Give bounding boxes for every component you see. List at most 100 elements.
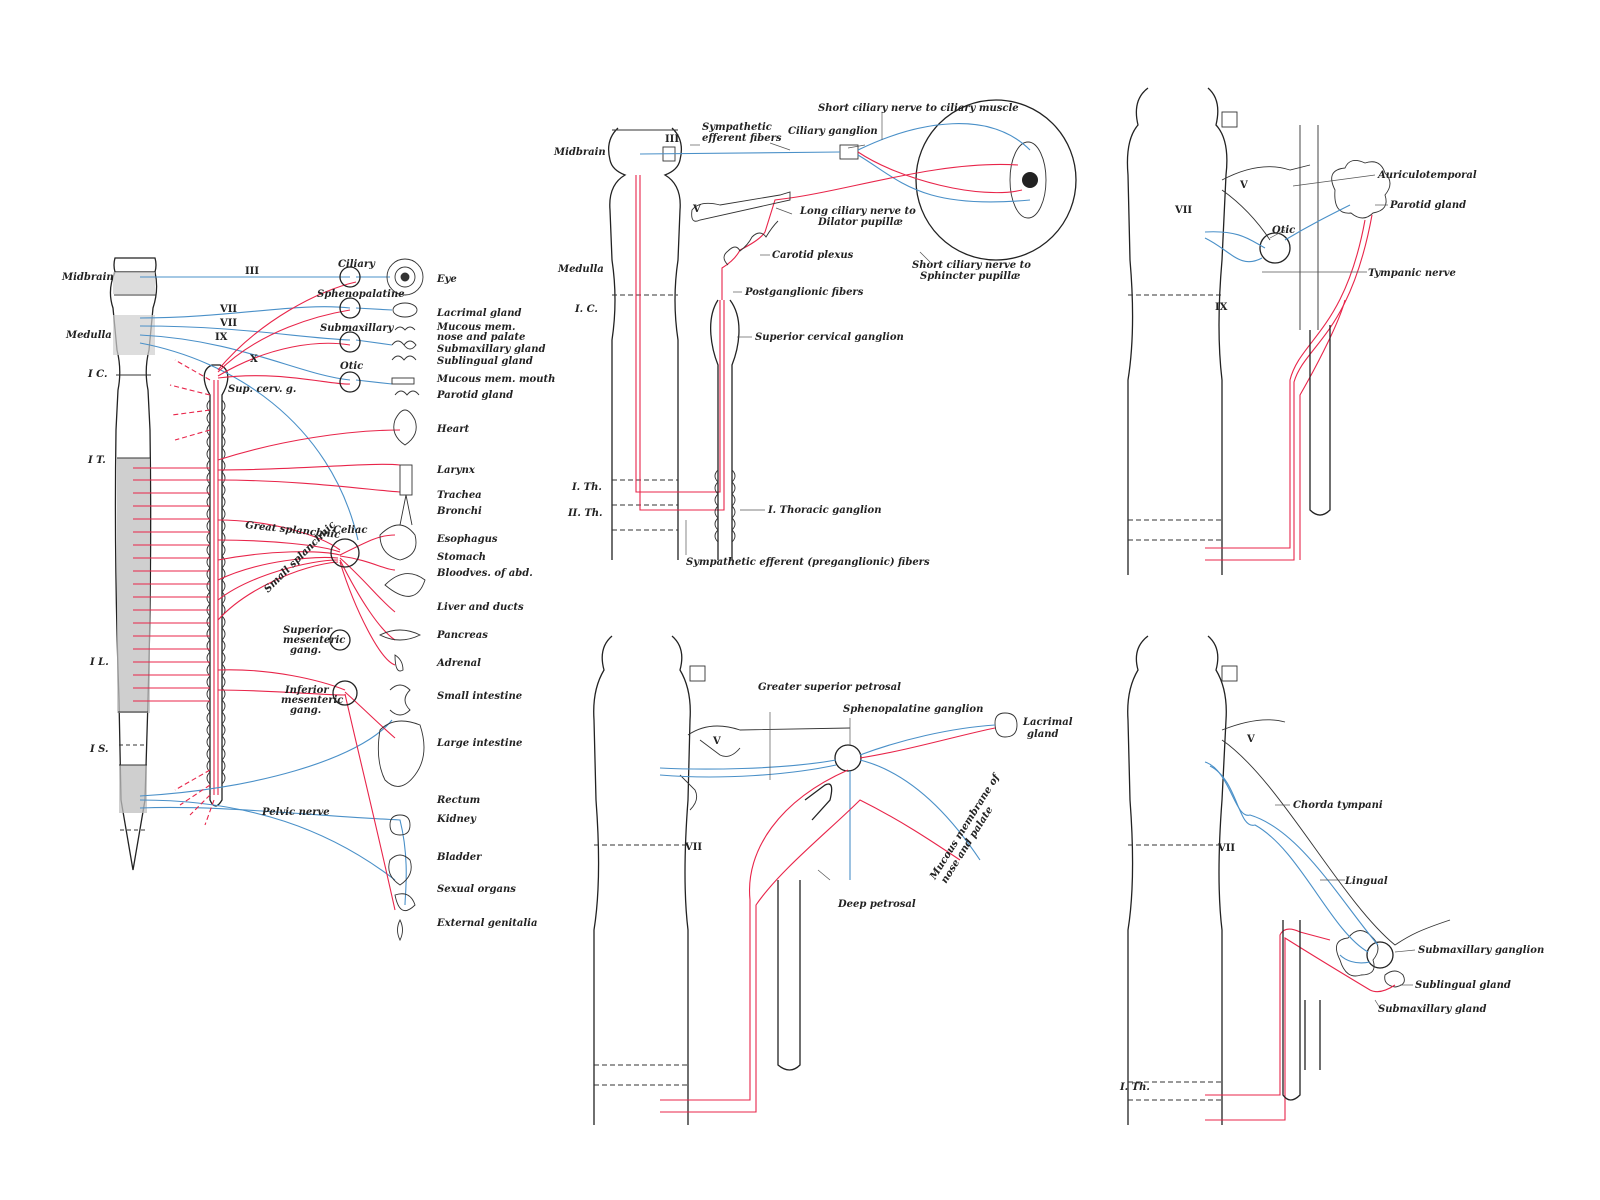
label-v-b: V xyxy=(692,204,701,215)
label-otic: Otic xyxy=(340,361,363,372)
label-otic-c: Otic xyxy=(1272,225,1295,236)
label-long-ciliary-1: Long ciliary nerve to xyxy=(799,206,916,217)
label-sphenopalatine: Sphenopalatine xyxy=(317,289,405,300)
organ-label: Bladder xyxy=(436,852,482,863)
carotid-plexus-coil xyxy=(723,220,779,266)
label-ix-c: IX xyxy=(1215,302,1228,313)
label-lacrimal-1: Lacrimal xyxy=(1022,717,1073,728)
label-short-ciliary-sph-1: Short ciliary nerve to xyxy=(912,260,1031,271)
label-sup-cerv-ganglion: Superior cervical ganglion xyxy=(755,332,904,343)
panel-d-sphenopalatine: V VII Greater superior petrosal Sphenopa… xyxy=(593,635,1073,1125)
brainstem-outline-b xyxy=(607,127,683,560)
label-lacrimal-2: gland xyxy=(1027,729,1059,740)
organ-label: Sexual organs xyxy=(437,884,516,895)
label-preganglionic: Sympathetic efferent (preganglionic) fib… xyxy=(686,557,930,568)
organ-label: Sublingual gland xyxy=(437,356,533,367)
label-inf-mes-1: Inferior xyxy=(284,685,329,696)
panel-a-overview: Midbrain Medulla I C. I T. I L. I S. III… xyxy=(61,257,555,942)
label-pelvic-nerve: Pelvic nerve xyxy=(261,807,330,818)
label-auriculotemporal: Auriculotemporal xyxy=(1377,170,1477,181)
label-vii-d: VII xyxy=(684,842,702,853)
sup-cerv-ganglion-b xyxy=(710,299,740,560)
carotid-vessel-d xyxy=(777,783,833,1071)
organ-label: Kidney xyxy=(436,814,477,825)
chain-ganglia xyxy=(206,399,226,785)
label-chorda-tympani: Chorda tympani xyxy=(1293,800,1383,811)
label-nerve-ix: IX xyxy=(215,332,228,343)
organ-label: Large intestine xyxy=(436,738,522,749)
label-il: I L. xyxy=(89,657,109,668)
label-iii-b: III xyxy=(665,134,679,145)
label-submax-gland: Submaxillary gland xyxy=(1378,1004,1486,1015)
carotid-vessel-c xyxy=(1309,325,1331,516)
carotid-vessel-e xyxy=(1282,920,1321,1101)
label-ith-e: I. Th. xyxy=(1119,1082,1150,1093)
organ-label: Trachea xyxy=(437,490,482,501)
organ-label: Larynx xyxy=(436,465,476,476)
label-short-ciliary-sph-2: Sphincter pupillæ xyxy=(920,271,1020,282)
organ-label: Liver and ducts xyxy=(436,602,524,613)
organ-label: Bloodves. of abd. xyxy=(436,568,533,579)
organ-sketches xyxy=(377,258,426,942)
label-midbrain: Midbrain xyxy=(61,272,114,283)
lacrimal-gland-d xyxy=(994,712,1018,738)
iris xyxy=(1009,141,1047,219)
nerve-stub-c xyxy=(1221,111,1238,128)
otic-ganglion xyxy=(1259,232,1291,264)
organ-label: Parotid gland xyxy=(436,390,513,401)
lingual-nerve-e xyxy=(1221,719,1451,946)
label-mucous-1: Mucous membrane of xyxy=(928,771,1003,882)
label-sublingual: Sublingual gland xyxy=(1415,980,1511,991)
label-v-c: V xyxy=(1239,180,1248,191)
label-midbrain-b: Midbrain xyxy=(553,147,606,158)
organ-label: Eye xyxy=(436,274,457,285)
label-ciliary-ganglion-b: Ciliary ganglion xyxy=(788,126,878,137)
label-short-ciliary-muscle: Short ciliary nerve to ciliary muscle xyxy=(818,103,1019,114)
sympathetic-outflow-lines xyxy=(217,281,401,911)
nerve-stub-e xyxy=(1221,665,1238,682)
label-submax-ganglion: Submaxillary ganglion xyxy=(1418,945,1544,956)
label-postganglionic: Postganglionic fibers xyxy=(744,287,864,298)
sphenopalatine-ganglion-d xyxy=(834,744,862,772)
organ-label: nose and palate xyxy=(437,332,525,343)
ciliary-ganglion-box xyxy=(839,144,859,160)
pupil xyxy=(1022,172,1038,188)
organ-labels: Eye Lacrimal gland Mucous mem. nose and … xyxy=(436,274,555,929)
cranial-nerve-trunks-d xyxy=(679,725,851,811)
label-ic-b: I. C. xyxy=(574,304,598,315)
organ-label: External genitalia xyxy=(436,918,537,929)
label-medulla-b: Medulla xyxy=(557,264,604,275)
label-nerve-x: X xyxy=(250,354,258,365)
label-lingual: Lingual xyxy=(1344,876,1388,887)
cranial-nerve-trunks-c xyxy=(1221,125,1319,330)
organ-label: Heart xyxy=(436,424,470,435)
organ-label: Mucous mem. mouth xyxy=(436,374,555,385)
label-v-d: V xyxy=(712,736,721,747)
midbrain-shade xyxy=(113,272,155,294)
label-is: I S. xyxy=(89,744,109,755)
organ-label: Stomach xyxy=(437,552,486,563)
label-parotid-c: Parotid gland xyxy=(1389,200,1466,211)
parotid-gland-c xyxy=(1331,159,1391,219)
label-vii-c: VII xyxy=(1174,205,1192,216)
submaxillary-ganglion-e xyxy=(1366,941,1394,969)
brainstem-outline-e xyxy=(1127,635,1227,1125)
label-v-e: V xyxy=(1246,734,1255,745)
organ-label: Small intestine xyxy=(437,691,522,702)
white-rami xyxy=(133,467,210,702)
label-nerve-vii-b: VII xyxy=(219,318,237,329)
label-carotid-plexus: Carotid plexus xyxy=(772,250,854,261)
gray-rami xyxy=(169,359,215,826)
organ-label: Mucous mem. xyxy=(436,322,516,333)
label-deep-petrosal: Deep petrosal xyxy=(837,899,916,910)
trigeminal-stub-b xyxy=(691,191,791,222)
organ-label: Esophagus xyxy=(436,534,498,545)
label-ith-b: I. Th. xyxy=(571,482,602,493)
label-sup-mes-1: Superior xyxy=(283,625,333,636)
label-thoracic-ganglion: I. Thoracic ganglion xyxy=(767,505,882,516)
label-nerve-iii: III xyxy=(245,266,259,277)
nerve-stub-d xyxy=(689,665,706,682)
label-nerve-vii-a: VII xyxy=(219,304,237,315)
panel-e-submaxillary: V VII I. Th. Chorda tympani Lingual Subm… xyxy=(1119,635,1544,1125)
